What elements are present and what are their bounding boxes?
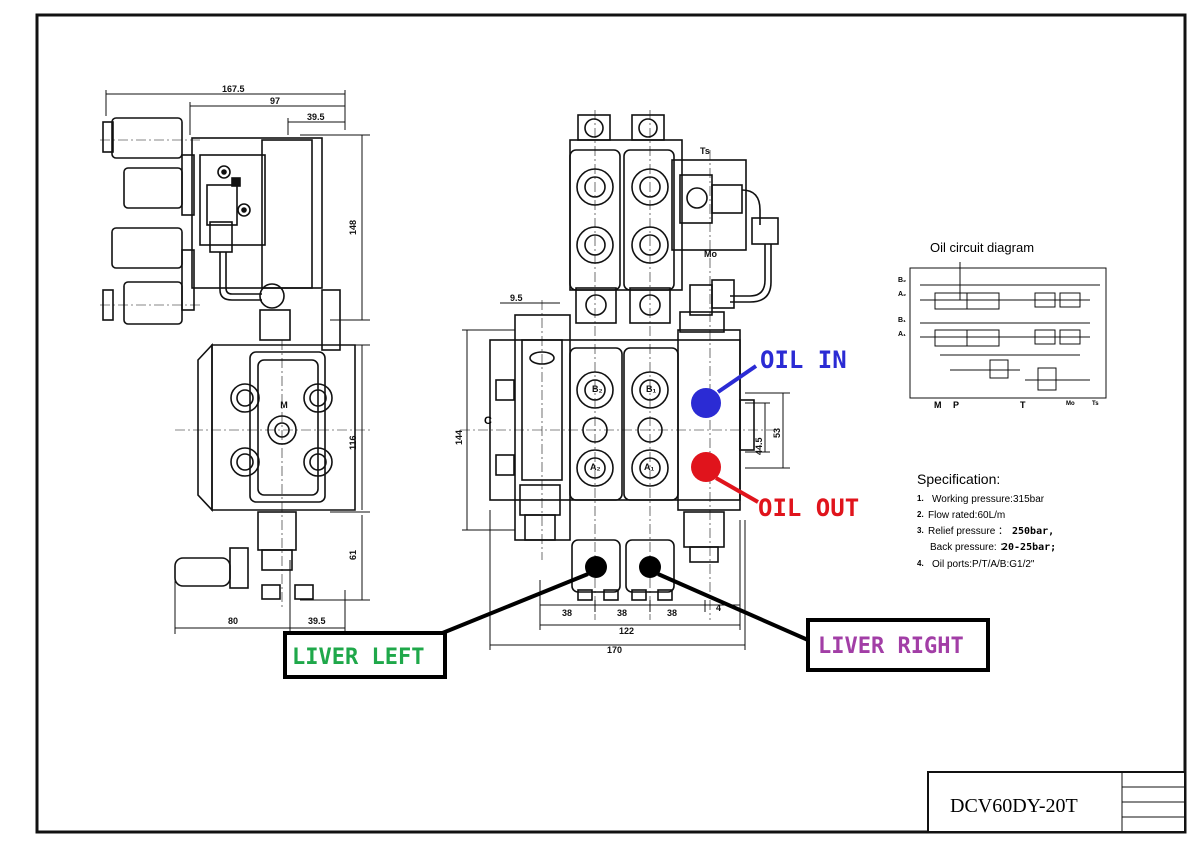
liver-left-label: LIVER LEFT (292, 645, 424, 670)
dim-39-top: 39.5 (307, 112, 325, 122)
circuit-port-p: P (953, 400, 959, 410)
spec-item-3: Relief pressure ： (928, 526, 1008, 537)
circuit-port-mo: Mo (1066, 401, 1075, 407)
specification: Specification: 1. Working pressure:315ba… (917, 471, 1056, 570)
circuit-port-b2: B₂ (898, 277, 906, 284)
circuit-port-m: M (934, 400, 942, 410)
title-block: DCV60DY-20T (927, 771, 1186, 833)
spec-num-1: 1. (917, 494, 924, 503)
spec-item-1: Working pressure:315bar (932, 494, 1045, 505)
spec-title: Specification: (917, 471, 1000, 487)
circuit-port-t: T (1020, 400, 1026, 410)
spec-item-back-value: 20-25bar; (1002, 542, 1056, 553)
dim-9: 9.5 (510, 293, 523, 303)
dim-144: 144 (454, 430, 464, 445)
spec-num-2: 2. (917, 510, 924, 519)
front-port-c: C (484, 415, 492, 427)
oil-in-marker (691, 388, 721, 418)
dim-148: 148 (348, 220, 358, 235)
circuit-port-b1: B₁ (898, 317, 906, 324)
dim-38-b: 38 (617, 608, 627, 618)
oil-in-label: OIL IN (760, 346, 847, 374)
front-port-mo: Mo (704, 249, 717, 259)
spec-item-2: Flow rated:60L/m (928, 510, 1005, 521)
spec-num-3: 3. (917, 526, 924, 535)
spec-num-4: 4. (917, 559, 924, 568)
oil-out-callout-line (715, 476, 759, 504)
dim-167: 167.5 (222, 84, 245, 94)
spec-item-3-value: 250bar, (1012, 526, 1054, 537)
liver-right-callout-line (657, 572, 809, 642)
circuit-title: Oil circuit diagram (930, 240, 1034, 255)
model-number: DCV60DY-20T (950, 795, 1078, 817)
dim-39-bottom: 39.5 (308, 616, 326, 626)
spec-item-4: Oil ports:P/T/A/B:G1/2" (932, 559, 1035, 570)
spec-item-back: Back pressure: ： (930, 542, 1009, 553)
liver-right-marker (639, 556, 661, 578)
oil-circuit-diagram: Oil circuit diagram B₂ A₂ B₁ A₁ M (898, 240, 1107, 410)
front-port-ts: Ts (700, 146, 710, 156)
oil-in-callout-line (716, 364, 758, 394)
circuit-port-ts: Ts (1092, 401, 1099, 407)
oil-out-label: OIL OUT (758, 494, 859, 522)
dim-116: 116 (348, 435, 358, 450)
dim-4: 4 (716, 603, 721, 613)
dim-122: 122 (619, 626, 634, 636)
liver-left-box (283, 631, 447, 679)
dim-38-a: 38 (562, 608, 572, 618)
dim-61: 61 (348, 550, 358, 560)
dim-80: 80 (228, 616, 238, 626)
circuit-port-a2: A₂ (898, 291, 906, 298)
dim-38-c: 38 (667, 608, 677, 618)
front-port-b2: B₂ (592, 384, 603, 394)
front-port-b1: B₁ (646, 384, 656, 394)
oil-out-marker (691, 452, 721, 482)
front-view: Ts Mo (454, 110, 790, 655)
dim-44: 44.5 (754, 437, 764, 455)
liver-right-label: LIVER RIGHT (818, 634, 964, 659)
liver-right-box (806, 618, 990, 672)
port-label-m: M (280, 400, 288, 410)
front-port-a1: A₁ (644, 462, 654, 472)
dim-53: 53 (772, 428, 782, 438)
side-view: 167.5 97 39.5 148 116 61 80 39.5 (100, 84, 370, 634)
dim-170: 170 (607, 645, 622, 655)
drawing-frame (35, 13, 1187, 834)
liver-left-callout-line (439, 572, 589, 636)
circuit-port-a1: A₁ (898, 331, 906, 338)
liver-left-marker (585, 556, 607, 578)
dim-97: 97 (270, 96, 280, 106)
